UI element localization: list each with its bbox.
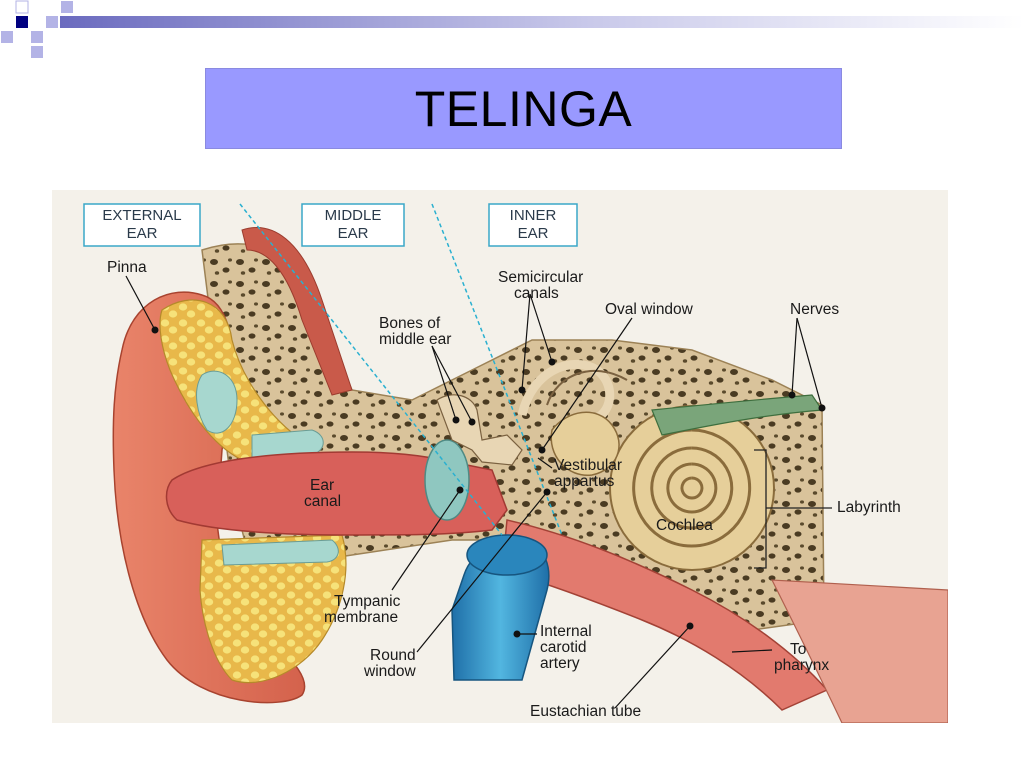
ossicles — [436, 394, 523, 466]
label-vestibular-apparatus: Vestibular — [554, 457, 622, 474]
label-eustachian-tube: Eustachian tube — [530, 703, 641, 720]
label-nerves: Nerves — [790, 301, 839, 318]
tympanic-membrane — [424, 439, 470, 521]
region-label-middle: EAR — [338, 225, 369, 242]
label-bones-of-middle-ear: Bones of — [379, 315, 441, 332]
pharynx-wall — [771, 579, 948, 723]
label-semicircular-canals: canals — [514, 285, 559, 302]
deco-square — [1, 31, 13, 43]
label-ear-canal: canal — [304, 493, 341, 510]
deco-square — [16, 16, 28, 28]
label-bones-of-middle-ear: middle ear — [379, 331, 451, 348]
region-label-inner: INNER — [510, 207, 557, 224]
cartilage-lower — [199, 534, 347, 684]
region-label-external: EAR — [127, 225, 158, 242]
label-internal-carotid-artery: carotid — [540, 639, 587, 656]
title-box: TELINGA — [205, 68, 842, 149]
label-semicircular-canals: Semicircular — [498, 269, 583, 286]
label-round-window: Round — [370, 647, 416, 664]
label-internal-carotid-artery: artery — [540, 655, 580, 672]
region-label-middle: MIDDLE — [325, 207, 382, 224]
fluid-area — [221, 539, 339, 566]
label-round-window: window — [363, 663, 416, 680]
region-divider — [431, 203, 563, 536]
label-cochlea: Cochlea — [656, 517, 713, 534]
region-box-external — [83, 203, 201, 247]
region-label-inner: EAR — [518, 225, 549, 242]
region-divider — [239, 203, 503, 536]
label-vestibular-apparatus: appartus — [554, 473, 615, 490]
region-label-external: EXTERNAL — [102, 207, 181, 224]
region-box-inner — [488, 203, 578, 247]
label-pinna: Pinna — [107, 259, 147, 276]
ear-canal — [165, 451, 508, 536]
ear-anatomy-diagram: EXTERNAL EAR MIDDLE EAR INNER EAR — [52, 190, 948, 723]
deco-square — [46, 16, 58, 28]
deco-bar — [60, 16, 1024, 28]
label-to-pharynx: To — [790, 641, 806, 658]
deco-square — [31, 31, 43, 43]
label-tympanic-membrane: Tympanic — [334, 593, 401, 610]
label-to-pharynx: pharynx — [774, 657, 829, 674]
fluid-area — [196, 370, 238, 434]
label-labyrinth: Labyrinth — [837, 499, 901, 516]
labyrinth-bracket — [754, 449, 767, 569]
label-internal-carotid-artery: Internal — [540, 623, 592, 640]
deco-square — [15, 0, 29, 14]
semicircular-canals — [546, 370, 628, 406]
deco-square — [31, 46, 43, 58]
slide-decoration — [1, 0, 1024, 58]
vestibule — [550, 411, 620, 476]
tissue-strip — [241, 227, 353, 396]
cochlea-spiral — [632, 428, 752, 548]
leader-dots — [151, 326, 826, 638]
region-box-middle — [301, 203, 405, 247]
leader-lines — [125, 275, 823, 709]
label-tympanic-membrane: membrane — [324, 609, 398, 626]
slide-title: TELINGA — [414, 80, 633, 137]
deco-square — [61, 1, 73, 13]
label-ear-canal: Ear — [310, 477, 334, 494]
label-oval-window: Oval window — [605, 301, 694, 318]
